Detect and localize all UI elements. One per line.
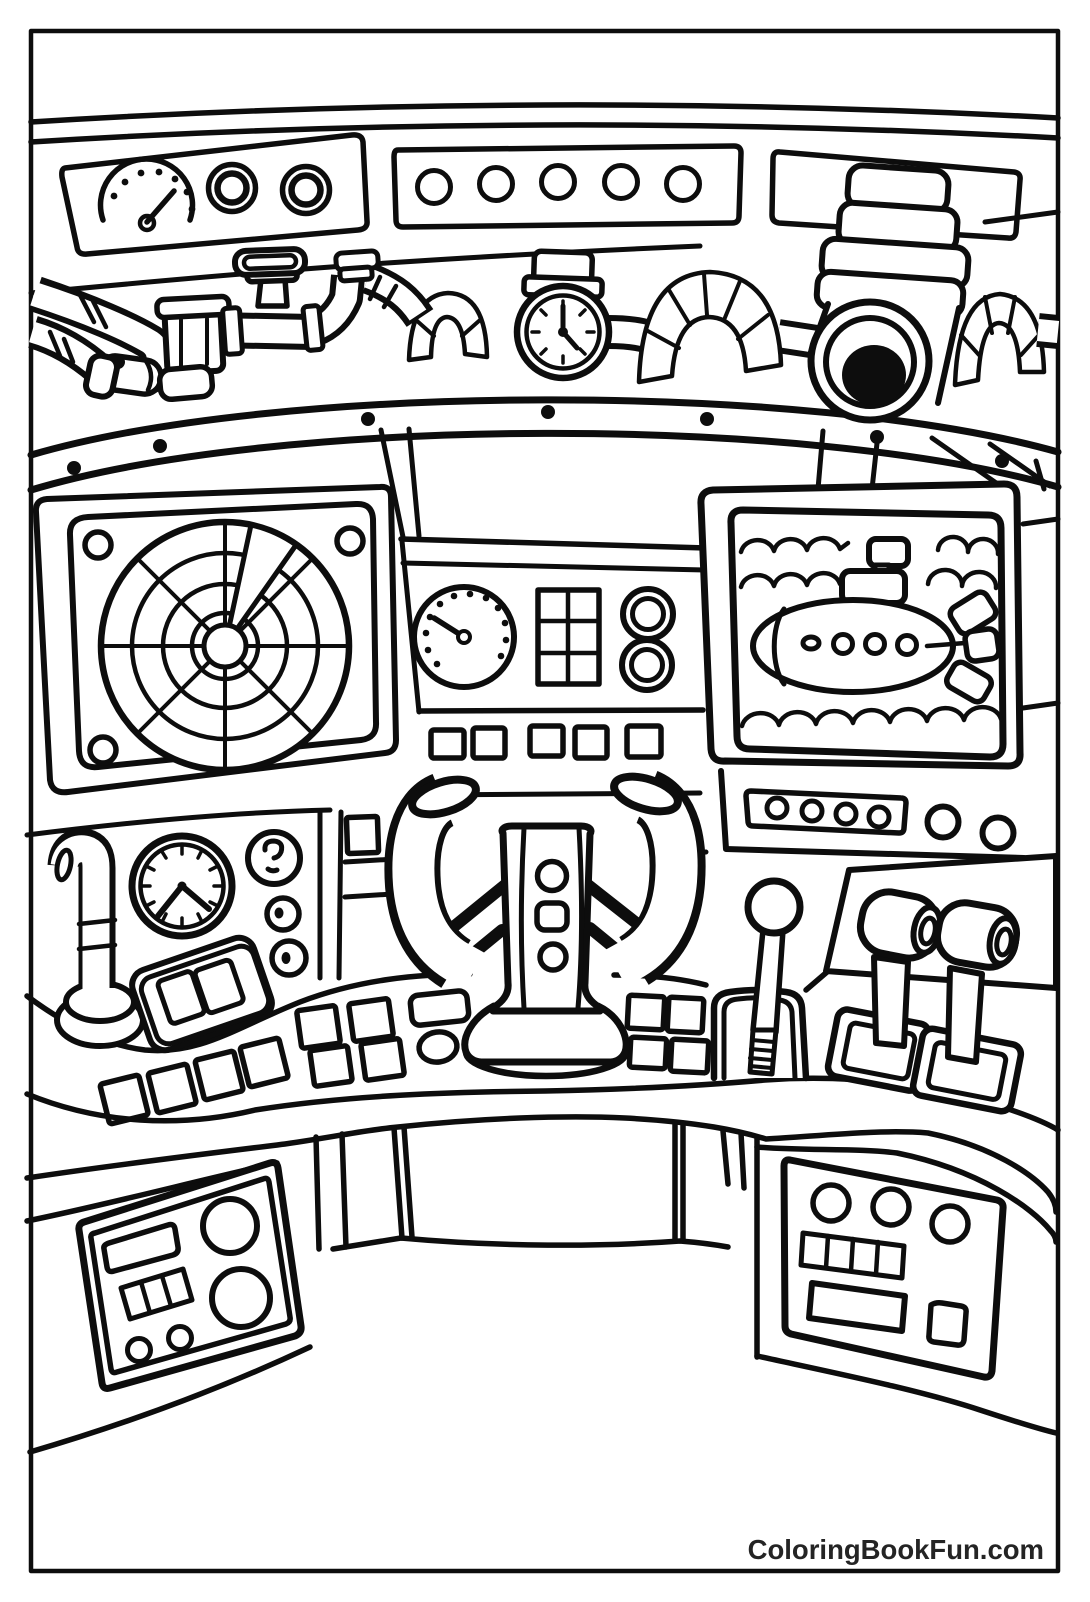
svg-text:ColoringBookFun.com: ColoringBookFun.com <box>748 1534 1044 1565</box>
